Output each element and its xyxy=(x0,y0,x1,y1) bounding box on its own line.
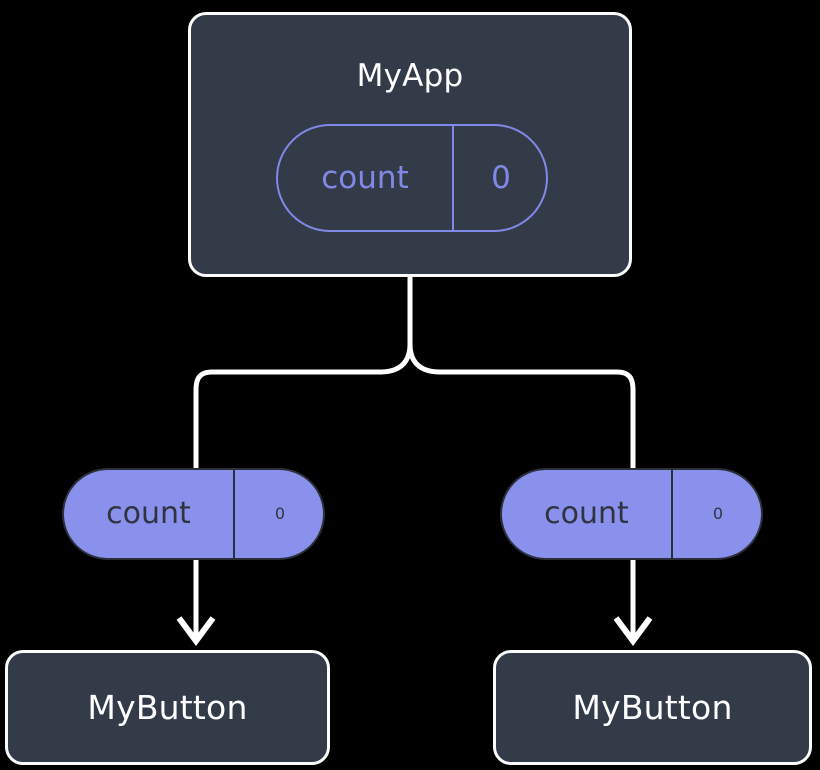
state-arrow-right-head xyxy=(613,616,653,647)
widget-node-mybutton-right[interactable]: MyButton xyxy=(493,650,812,765)
widget-node-mybutton-left[interactable]: MyButton xyxy=(5,650,330,765)
state-pill-left-key: count xyxy=(106,496,191,531)
state-pill-right-key: count xyxy=(544,496,629,531)
state-pill-right-value: 0 xyxy=(712,504,724,523)
state-arrow-left-head xyxy=(176,616,216,647)
state-pill-root-key: count xyxy=(321,159,409,196)
state-pill-left[interactable]: count 0 xyxy=(62,468,325,560)
state-pill-root-divider xyxy=(452,126,454,230)
state-pill-root-value: 0 xyxy=(491,159,511,196)
state-flow-branch-right xyxy=(407,343,636,470)
state-flow-branch-left xyxy=(193,343,413,470)
widget-node-myapp-title: MyApp xyxy=(356,58,464,94)
widget-node-mybutton-left-title: MyButton xyxy=(87,688,248,727)
state-pill-right[interactable]: count 0 xyxy=(500,468,763,560)
state-pill-left-value: 0 xyxy=(274,504,286,523)
state-pill-root[interactable]: count 0 xyxy=(276,124,548,232)
widget-node-mybutton-right-title: MyButton xyxy=(572,688,733,727)
state-pill-right-divider xyxy=(671,470,673,558)
state-pill-left-divider xyxy=(233,470,235,558)
